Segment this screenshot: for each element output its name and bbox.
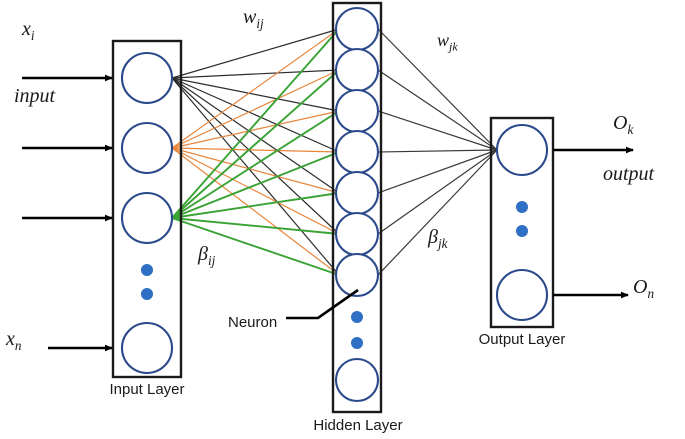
edge-hidden-4-to-output-1 <box>377 149 498 153</box>
weight-symbol-wjk: wjk <box>437 30 458 55</box>
beta-jk-base: β <box>428 226 438 248</box>
edge-input-3-to-hidden-5 <box>171 192 340 219</box>
input-neuron-3 <box>120 191 174 245</box>
edge-input-2-to-hidden-2 <box>171 69 340 149</box>
beta-jk-subscript: jk <box>437 236 448 251</box>
edge-input-1-to-hidden-5 <box>171 77 340 194</box>
hidden-neuron-5 <box>334 170 380 216</box>
hidden-layer-box <box>331 1 383 414</box>
edge-input-3-to-hidden-4 <box>171 151 340 219</box>
input-neuron-4 <box>120 321 174 375</box>
neuron-callout-label: Neuron <box>228 314 278 331</box>
on-subscript: n <box>647 286 655 301</box>
bias-symbol-beta-ij: βij <box>198 243 215 269</box>
ok-base: O <box>613 112 628 134</box>
edge-input-3-to-hidden-6 <box>171 217 340 235</box>
edge-hidden-3-to-output-1 <box>377 110 498 151</box>
edge-input-3-to-hidden-2 <box>171 69 340 219</box>
neurons-group <box>120 6 549 403</box>
io-arrows-group <box>22 74 634 352</box>
edge-hidden-7-to-output-1 <box>377 149 498 276</box>
hidden-neuron-6 <box>334 211 380 257</box>
hidden-layer-caption: Hidden Layer <box>313 417 403 434</box>
edge-input-3-to-hidden-1 <box>171 28 340 219</box>
edge-input-1-to-hidden-1 <box>171 28 340 79</box>
output-layer-caption: Output Layer <box>478 331 566 348</box>
input-symbol-xi: xi <box>22 18 35 44</box>
wjk-subscript: jk <box>449 39 458 54</box>
xi-subscript: i <box>30 28 35 43</box>
wij-base: w <box>243 6 257 28</box>
edge-input-2-to-hidden-1 <box>171 28 340 149</box>
output-neuron-1 <box>495 123 549 177</box>
edge-input-1-to-hidden-2 <box>171 69 340 79</box>
output-ellipsis-dot-2 <box>516 225 528 237</box>
edge-input-2-to-hidden-3 <box>171 110 340 149</box>
ok-subscript: k <box>627 122 634 137</box>
edge-input-1-to-hidden-4 <box>171 77 340 153</box>
hidden-neuron-2 <box>334 47 380 93</box>
output-ellipsis-dot-1 <box>516 201 528 213</box>
edge-input-2-to-hidden-7 <box>171 147 340 276</box>
neuron-callout-pointer <box>286 288 359 320</box>
output-word-label: output <box>603 163 655 185</box>
input-neuron-1 <box>120 51 174 105</box>
edge-input-3-to-hidden-3 <box>171 110 340 219</box>
on-base: O <box>633 276 648 298</box>
xn-subscript: n <box>14 338 22 353</box>
input-symbol-xn: xn <box>6 328 21 354</box>
edge-input-1-to-hidden-6 <box>171 77 340 235</box>
neuron-pointer-group <box>286 288 359 320</box>
input-word-label: input <box>14 85 56 107</box>
beta-ij-base: β <box>198 243 208 265</box>
hidden-neuron-8 <box>334 357 380 403</box>
edge-input-2-to-hidden-6 <box>171 147 340 235</box>
edge-input-3-to-hidden-7 <box>171 217 340 276</box>
xi-base: x <box>22 18 31 40</box>
input-layer-box <box>111 39 183 379</box>
ellipsis-dots-group <box>141 201 528 349</box>
xn-base: x <box>6 328 15 350</box>
edge-hidden-1-to-output-1 <box>377 28 498 151</box>
output-symbol-ok: Ok <box>613 112 633 138</box>
edge-input-2-to-hidden-5 <box>171 147 340 194</box>
hidden-neuron-1 <box>334 6 380 52</box>
edge-hidden-2-to-output-1 <box>377 69 498 151</box>
output-symbol-on: On <box>633 276 654 302</box>
hidden-neuron-7 <box>334 252 380 298</box>
edge-input-1-to-hidden-7 <box>171 77 340 276</box>
edge-input-1-to-hidden-3 <box>171 77 340 112</box>
wij-subscript: ij <box>256 16 264 31</box>
input-ellipsis-dot-2 <box>141 288 153 300</box>
wjk-base: w <box>437 30 450 50</box>
hidden-ellipsis-dot-1 <box>351 311 363 323</box>
hidden-ellipsis-dot-2 <box>351 337 363 349</box>
edges-input-to-hidden-group <box>171 28 340 276</box>
hidden-neuron-3 <box>334 88 380 134</box>
output-neuron-2 <box>495 268 549 322</box>
hidden-neuron-4 <box>334 129 380 175</box>
beta-ij-subscript: ij <box>207 253 216 268</box>
input-ellipsis-dot-1 <box>141 264 153 276</box>
input-neuron-2 <box>120 121 174 175</box>
edge-hidden-5-to-output-1 <box>377 149 498 194</box>
weight-symbol-wij: wij <box>243 6 264 32</box>
bias-symbol-beta-jk: βjk <box>428 226 448 252</box>
input-layer-caption: Input Layer <box>109 381 185 398</box>
layer-boxes-group <box>111 1 555 414</box>
edge-hidden-6-to-output-1 <box>377 149 498 235</box>
edges-hidden-to-output-group <box>377 28 498 276</box>
output-layer-box <box>489 116 555 329</box>
edge-input-2-to-hidden-4 <box>171 147 340 153</box>
